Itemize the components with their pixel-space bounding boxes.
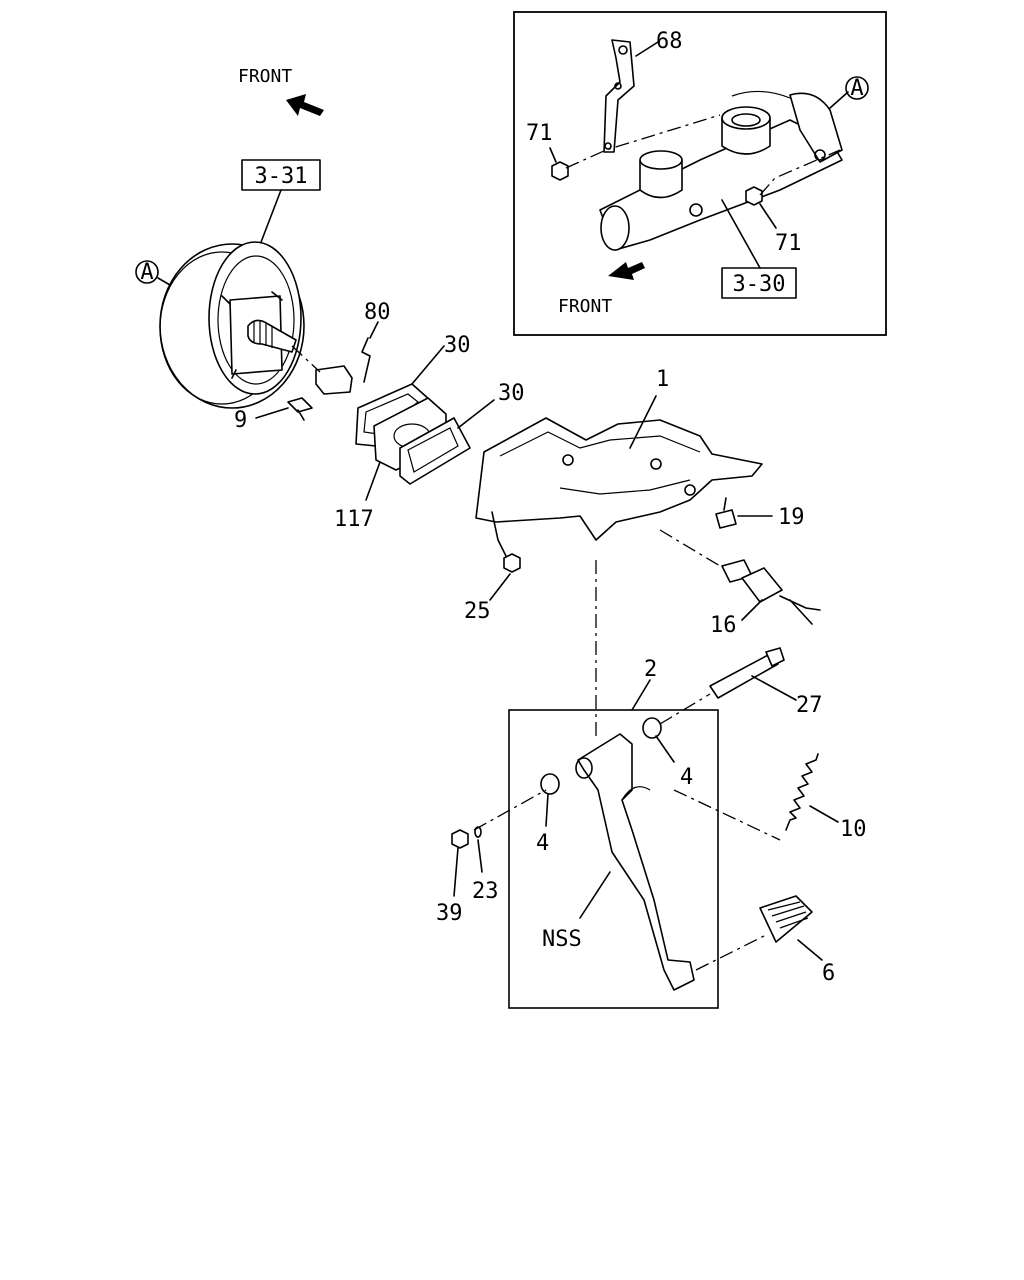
clip-80: [361, 337, 371, 383]
callout-2: 2: [644, 657, 657, 682]
callout-30-top: 30: [444, 333, 471, 358]
nut-39: [451, 829, 469, 849]
ref-box-3-30-label: 3-30: [733, 272, 786, 297]
master-cylinder: [599, 90, 843, 251]
main-front-arrow: [286, 94, 324, 116]
pedal-group-box: [508, 709, 719, 1009]
return-spring-10: [785, 753, 819, 831]
nut-25: [503, 553, 521, 573]
nut-71-bottom: [745, 186, 763, 206]
callout-6: 6: [822, 961, 835, 986]
callout-30-mid: 30: [498, 381, 525, 406]
booster-a-marker-label: A: [140, 260, 153, 285]
inset-front-arrow: [608, 262, 645, 280]
booster-a-marker: [135, 260, 159, 284]
callout-19: 19: [778, 505, 805, 530]
pedal-bracket: [475, 417, 763, 557]
callout-71-top: 71: [526, 121, 553, 146]
callout-16: 16: [710, 613, 737, 638]
callout-9: 9: [234, 408, 247, 433]
inset-front-label: FRONT: [558, 296, 612, 317]
ref-box-3-31-label: 3-31: [255, 164, 308, 189]
inset-a-marker: [845, 76, 869, 100]
callout-27: 27: [796, 693, 823, 718]
bracket-68: [603, 39, 635, 153]
brake-booster: [159, 241, 305, 409]
inset-a-marker-label: A: [850, 76, 863, 101]
callout-23: 23: [472, 879, 499, 904]
brake-pedal-arm: [575, 733, 695, 991]
bolt-9: [287, 397, 313, 421]
callout-80: 80: [364, 300, 391, 325]
callout-4-right: 4: [680, 765, 693, 790]
bolt-19: [715, 497, 737, 529]
bushing-4-left: [540, 773, 560, 795]
clevis: [315, 365, 353, 395]
callout-1: 1: [656, 367, 669, 392]
main-front-label: FRONT: [238, 66, 292, 87]
stop-lamp-switch-16: [721, 559, 821, 625]
callout-68: 68: [656, 29, 683, 54]
callout-25: 25: [464, 599, 491, 624]
callout-4-left: 4: [536, 831, 549, 856]
gasket-30-mid: [399, 417, 471, 485]
callout-39: 39: [436, 901, 463, 926]
callout-nss: NSS: [542, 927, 582, 952]
bushing-4-right: [642, 717, 662, 739]
pedal-pad-6: [759, 895, 813, 943]
callout-117: 117: [334, 507, 374, 532]
bolt-27: [709, 647, 785, 699]
pin-23: [474, 826, 482, 838]
callout-10: 10: [840, 817, 867, 842]
nut-71-top: [551, 161, 569, 181]
ref-box-3-30: [721, 267, 797, 299]
callout-71-bottom: 71: [775, 231, 802, 256]
